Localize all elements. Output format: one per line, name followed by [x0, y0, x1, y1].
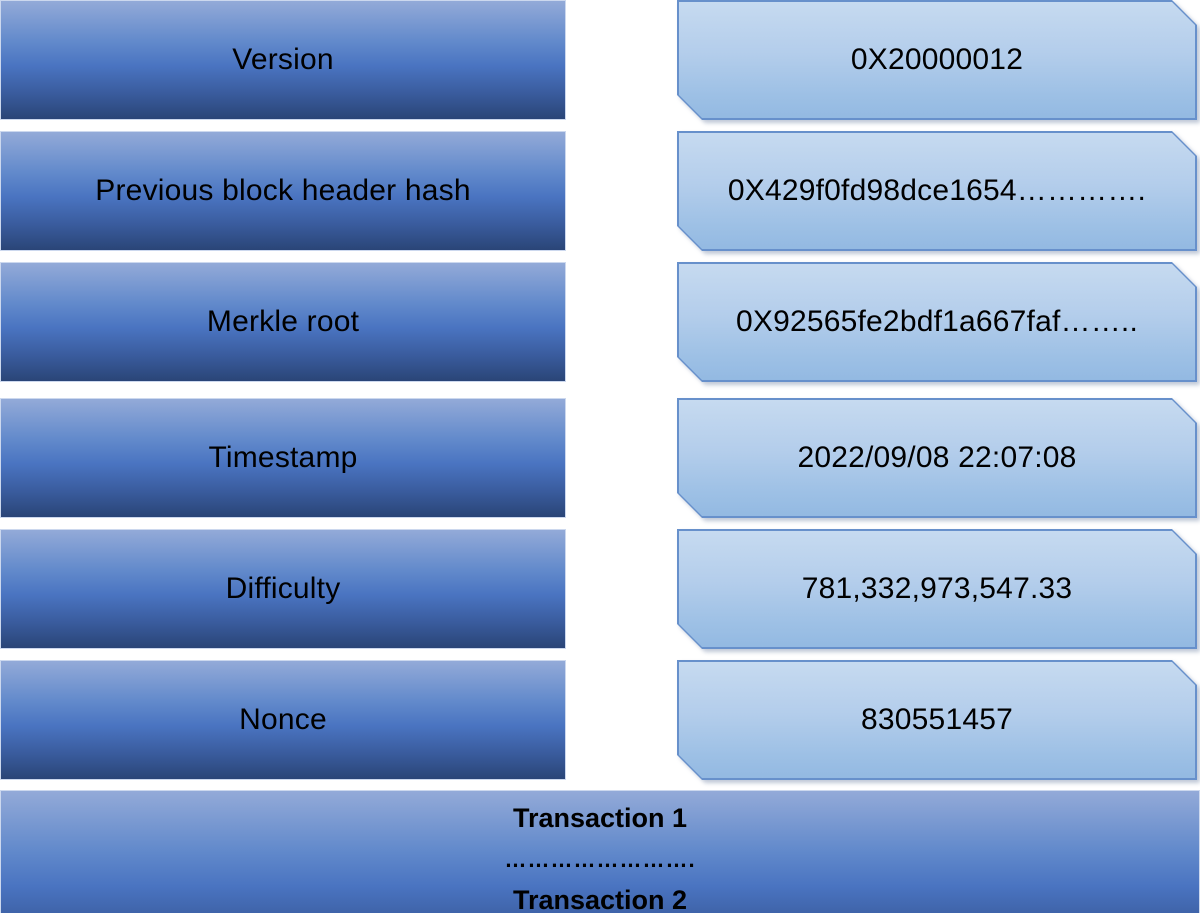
- label-box-nonce: Nonce: [0, 660, 566, 780]
- label-version: Version: [232, 43, 334, 76]
- value-box-fill: 2022/09/08 22:07:08: [679, 400, 1195, 516]
- label-merkle-root: Merkle root: [206, 305, 360, 338]
- value-box-prev-hash: 0X429f0fd98dce1654………….: [677, 131, 1197, 251]
- value-nonce: 830551457: [861, 703, 1013, 736]
- value-box-fill: 0X429f0fd98dce1654………….: [679, 133, 1195, 249]
- label-nonce: Nonce: [239, 703, 327, 736]
- label-box-timestamp: Timestamp: [0, 398, 566, 518]
- label-box-merkle-root: Merkle root: [0, 262, 566, 382]
- value-box-timestamp: 2022/09/08 22:07:08: [677, 398, 1197, 518]
- value-version: 0X20000012: [850, 43, 1024, 76]
- transaction-1-label: Transaction 1: [512, 803, 688, 833]
- value-box-nonce: 830551457: [677, 660, 1197, 780]
- value-box-difficulty: 781,332,973,547.33: [677, 529, 1197, 649]
- label-box-prev-hash: Previous block header hash: [0, 131, 566, 251]
- value-box-fill: 0X92565fe2bdf1a667faf……..: [679, 264, 1195, 380]
- value-box-fill: 781,332,973,547.33: [679, 531, 1195, 647]
- value-timestamp: 2022/09/08 22:07:08: [797, 441, 1077, 474]
- transactions-box: Transaction 1 ……………………. Transaction 2: [0, 790, 1200, 913]
- label-box-difficulty: Difficulty: [0, 529, 566, 649]
- label-timestamp: Timestamp: [208, 441, 358, 474]
- transactions-ellipsis: …………………….: [504, 847, 696, 872]
- label-difficulty: Difficulty: [225, 572, 341, 605]
- label-prev-hash: Previous block header hash: [95, 174, 471, 207]
- label-box-version: Version: [0, 0, 566, 120]
- value-prev-hash: 0X429f0fd98dce1654………….: [727, 174, 1147, 207]
- value-box-merkle-root: 0X92565fe2bdf1a667faf……..: [677, 262, 1197, 382]
- value-box-fill: 0X20000012: [679, 2, 1195, 118]
- transaction-2-label: Transaction 2: [512, 885, 688, 913]
- value-box-fill: 830551457: [679, 662, 1195, 778]
- value-merkle-root: 0X92565fe2bdf1a667faf……..: [736, 305, 1138, 338]
- value-difficulty: 781,332,973,547.33: [801, 572, 1073, 605]
- value-box-version: 0X20000012: [677, 0, 1197, 120]
